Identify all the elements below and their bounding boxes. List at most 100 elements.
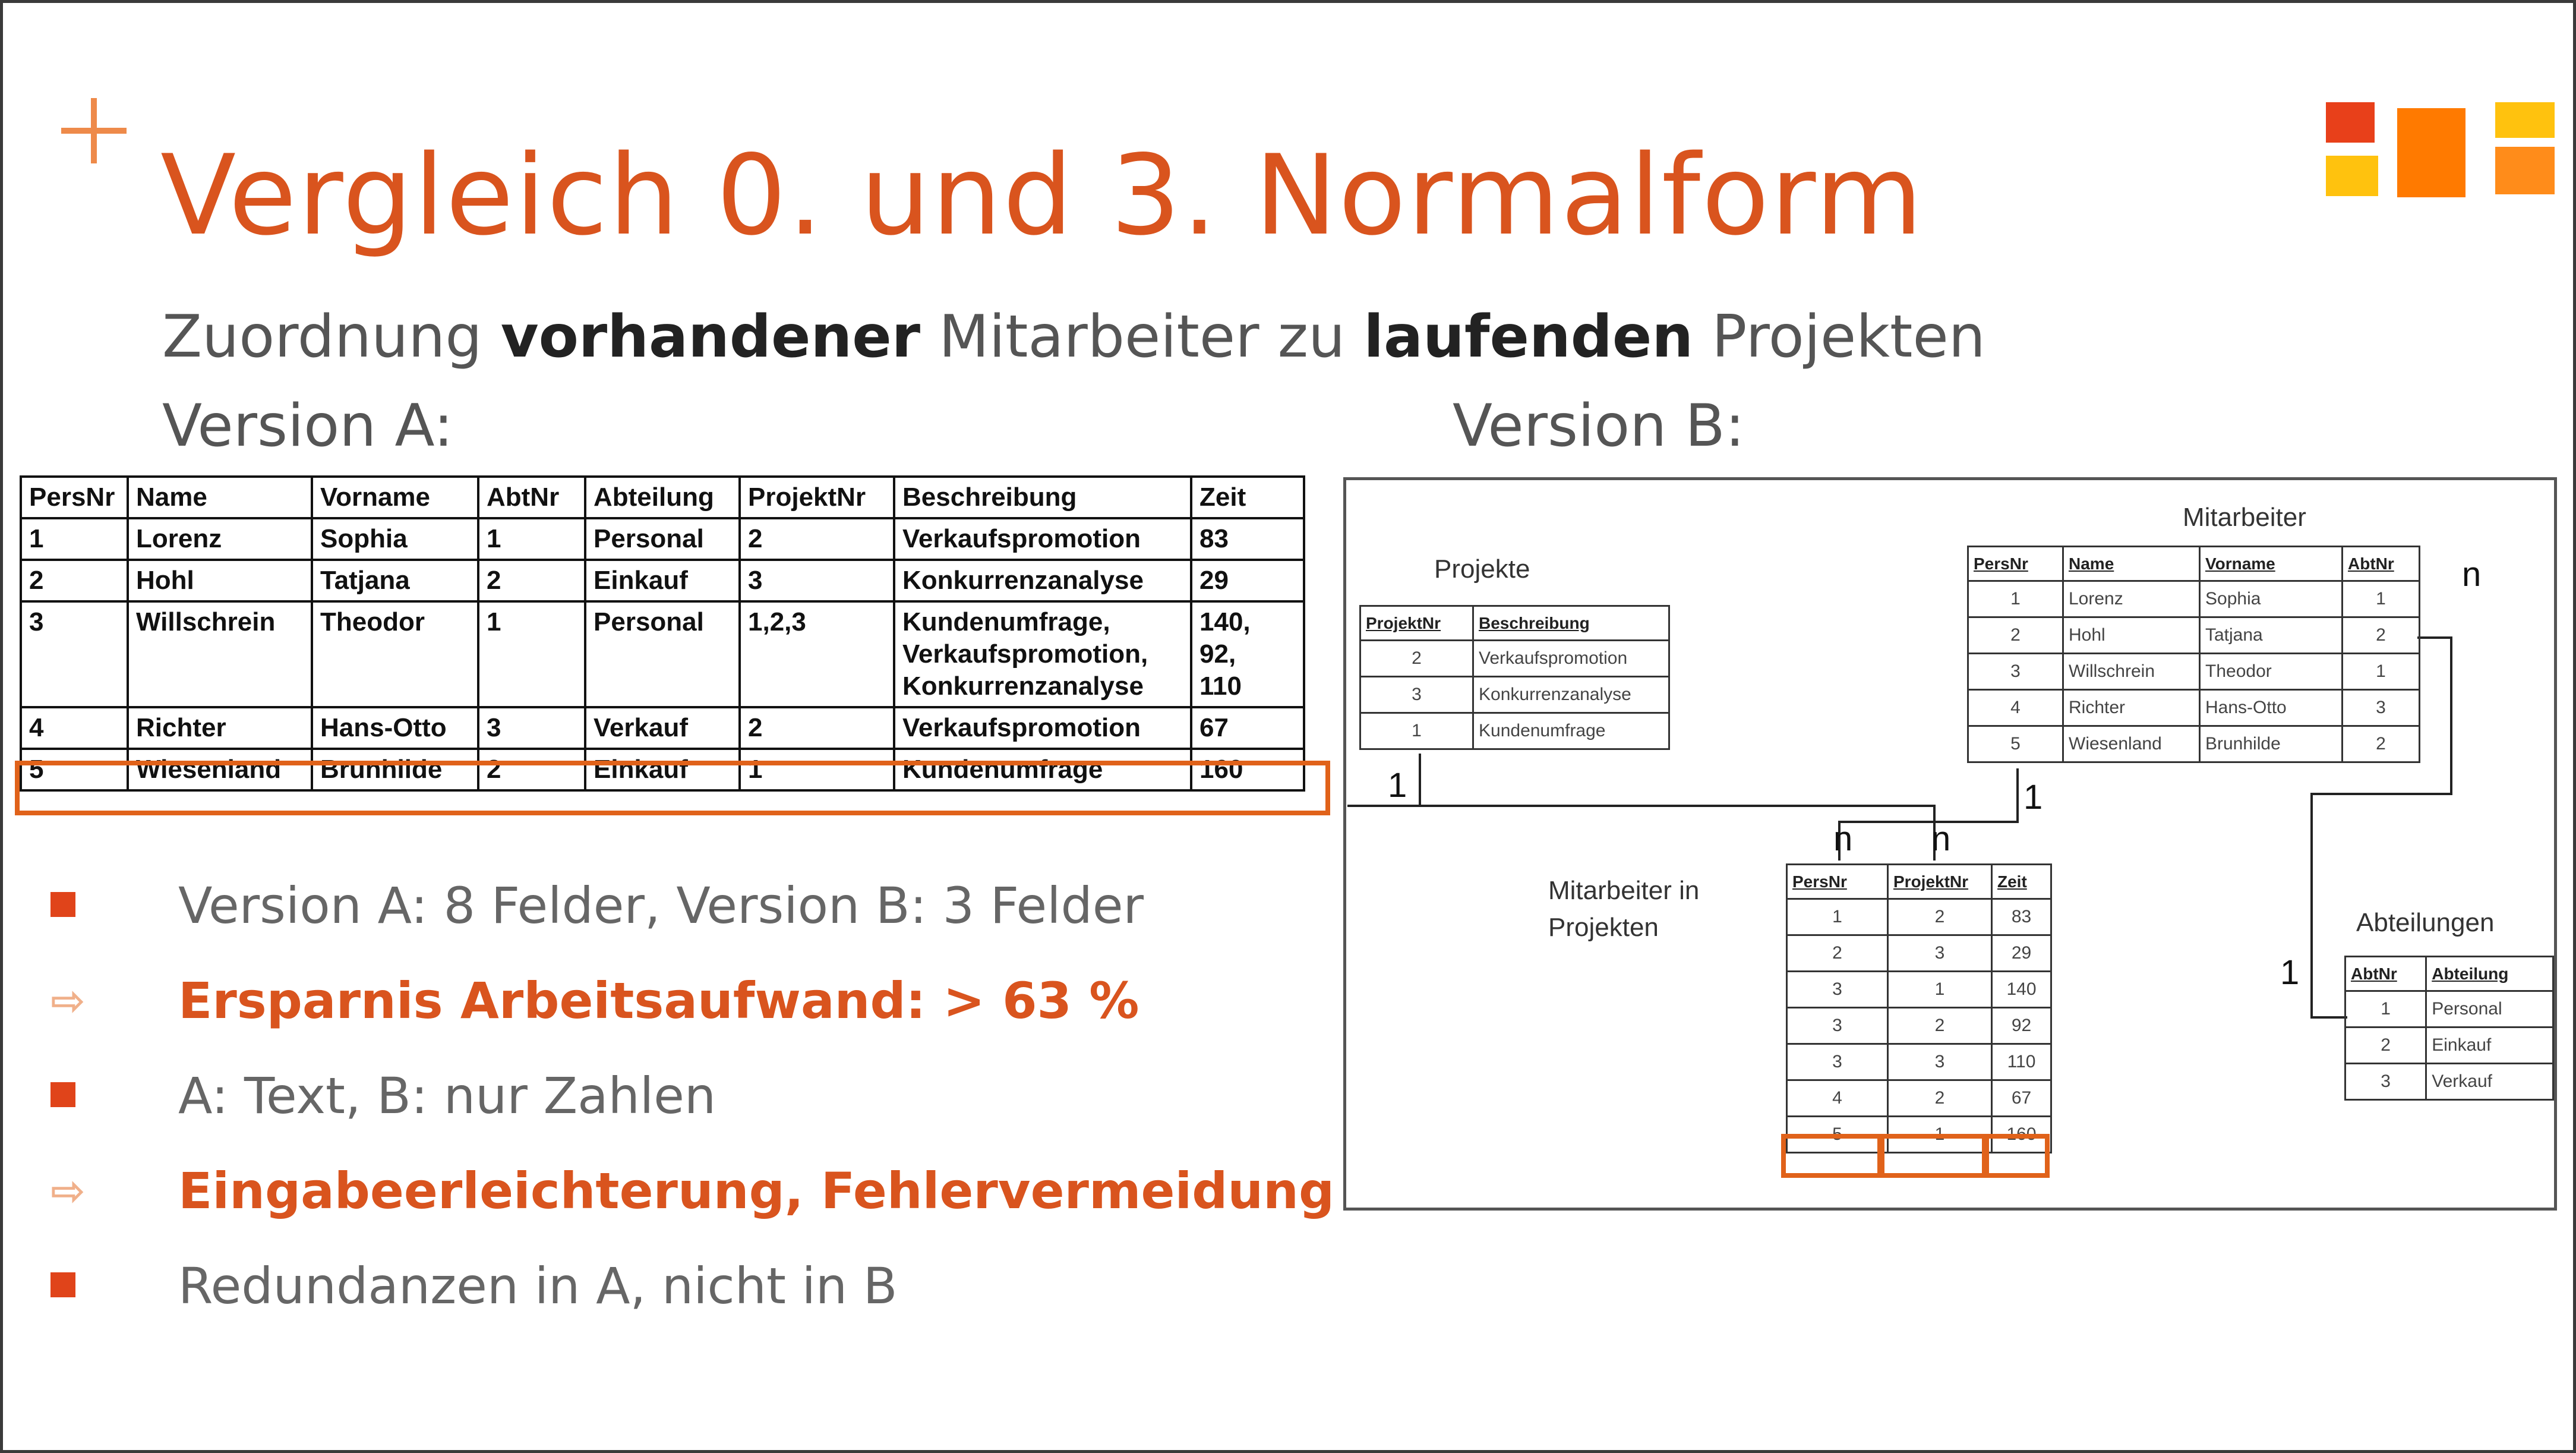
mip-cell: 3 (1786, 1007, 1889, 1045)
mip-cell: 110 (1991, 1043, 2052, 1081)
table-cell: 2 (20, 559, 129, 603)
card-mitarbeiter-one: 1 (2023, 778, 2043, 817)
version-a-label: Version A: (162, 392, 453, 460)
mip-cell: 92 (1991, 1007, 2052, 1045)
table-cell: 2 (477, 559, 586, 603)
table-cell: Hans-Otto (311, 706, 479, 750)
logo-square-2 (2326, 156, 2378, 196)
table-cell: 140, 92, 110 (1190, 600, 1305, 708)
slide-subtitle: Zuordnung vorhandener Mitarbeiter zu lau… (162, 303, 1985, 371)
bullet-arrow-icon: ⇨ (50, 1167, 86, 1215)
mip-column-header: Zeit (1991, 863, 2052, 900)
table-cell: Brunhilde (311, 748, 479, 792)
table-cell: 3 (477, 706, 586, 750)
projekte-cell: 1 (1359, 712, 1474, 750)
subtitle-bold1: vorhandener (500, 303, 921, 371)
table-cell: Verkauf (584, 706, 741, 750)
subtitle-part3: Projekten (1693, 303, 1985, 371)
mitarbeiter-column-header: Vorname (2199, 546, 2343, 582)
logo-square-4 (2495, 102, 2555, 138)
logo-square-1 (2326, 102, 2375, 143)
mip-cell: 83 (1991, 898, 2052, 936)
column-header: AbtNr (477, 475, 586, 519)
mitarbeiter-cell: Sophia (2199, 580, 2343, 618)
projekte-title: Projekte (1434, 554, 1530, 584)
mip-cell: 29 (1991, 934, 2052, 972)
card-projekte-one: 1 (1388, 766, 1407, 805)
projekte-cell: Verkaufspromotion (1472, 639, 1670, 677)
mitarbeiter-column-header: PersNr (1967, 546, 2064, 582)
table-cell: Personal (584, 600, 741, 708)
table-cell: Willschrein (127, 600, 313, 708)
table-cell: 1 (20, 517, 129, 561)
table-cell: Konkurrenzanalyse (893, 559, 1192, 603)
table-cell: 67 (1190, 706, 1305, 750)
table-cell: 1 (477, 517, 586, 561)
table-cell: Verkaufspromotion (893, 517, 1192, 561)
mitarbeiter-title: Mitarbeiter (2183, 503, 2306, 532)
subtitle-bold2: laufenden (1363, 303, 1694, 371)
bullet-square-icon (50, 892, 75, 917)
highlight-mip-persnr (1781, 1134, 1882, 1178)
slide-title: Vergleich 0. und 3. Normalform (160, 131, 1924, 260)
table-cell: 83 (1190, 517, 1305, 561)
abteilungen-title: Abteilungen (2356, 908, 2495, 937)
mitarbeiter-cell: Hans-Otto (2199, 689, 2343, 727)
table-cell: Sophia (311, 517, 479, 561)
relation-line-proj-mip (1420, 805, 1936, 819)
mitarbeiter-column-header: AbtNr (2341, 546, 2420, 582)
mip-cell: 2 (1887, 1007, 1993, 1045)
bullet-text: A: Text, B: nur Zahlen (178, 1067, 716, 1125)
column-header: Zeit (1190, 475, 1305, 519)
card-mitarbeiter-n: n (2462, 555, 2482, 594)
table-cell: 160 (1190, 748, 1305, 792)
mip-cell: 67 (1991, 1079, 2052, 1117)
subtitle-part1: Zuordnung (162, 303, 501, 371)
mip-cell: 3 (1887, 1043, 1993, 1081)
projekte-cell: Konkurrenzanalyse (1472, 676, 1670, 714)
mip-cell: 3 (1786, 970, 1889, 1008)
table-cell: Verkaufspromotion (893, 706, 1192, 750)
table-cell: 1,2,3 (738, 600, 895, 708)
bullet-text: Ersparnis Arbeitsaufwand: > 63 % (178, 972, 1139, 1030)
mitarbeiter-cell: 4 (1967, 689, 2064, 727)
bullet-square-icon (50, 1272, 75, 1297)
mip-cell: 4 (1786, 1079, 1889, 1117)
card-mip-n2: n (1931, 820, 1951, 858)
mitarbeiter-cell: 1 (2341, 653, 2420, 691)
projekte-cell: 2 (1359, 639, 1474, 677)
table-cell: 3 (20, 600, 129, 708)
table-cell: Kundenumfrage (893, 748, 1192, 792)
highlight-row-5 (15, 761, 1330, 815)
bullet-text: Eingabeerleichterung, Fehlervermeidung (178, 1162, 1335, 1220)
projekte-cell: 3 (1359, 676, 1474, 714)
column-header: ProjektNr (738, 475, 895, 519)
column-header: Name (127, 475, 313, 519)
relation-line-mit-mip (1838, 768, 2019, 861)
table-cell: 1 (477, 600, 586, 708)
mip-title-line2: Projekten (1548, 913, 1659, 942)
mitarbeiter-cell: 1 (2341, 580, 2420, 618)
